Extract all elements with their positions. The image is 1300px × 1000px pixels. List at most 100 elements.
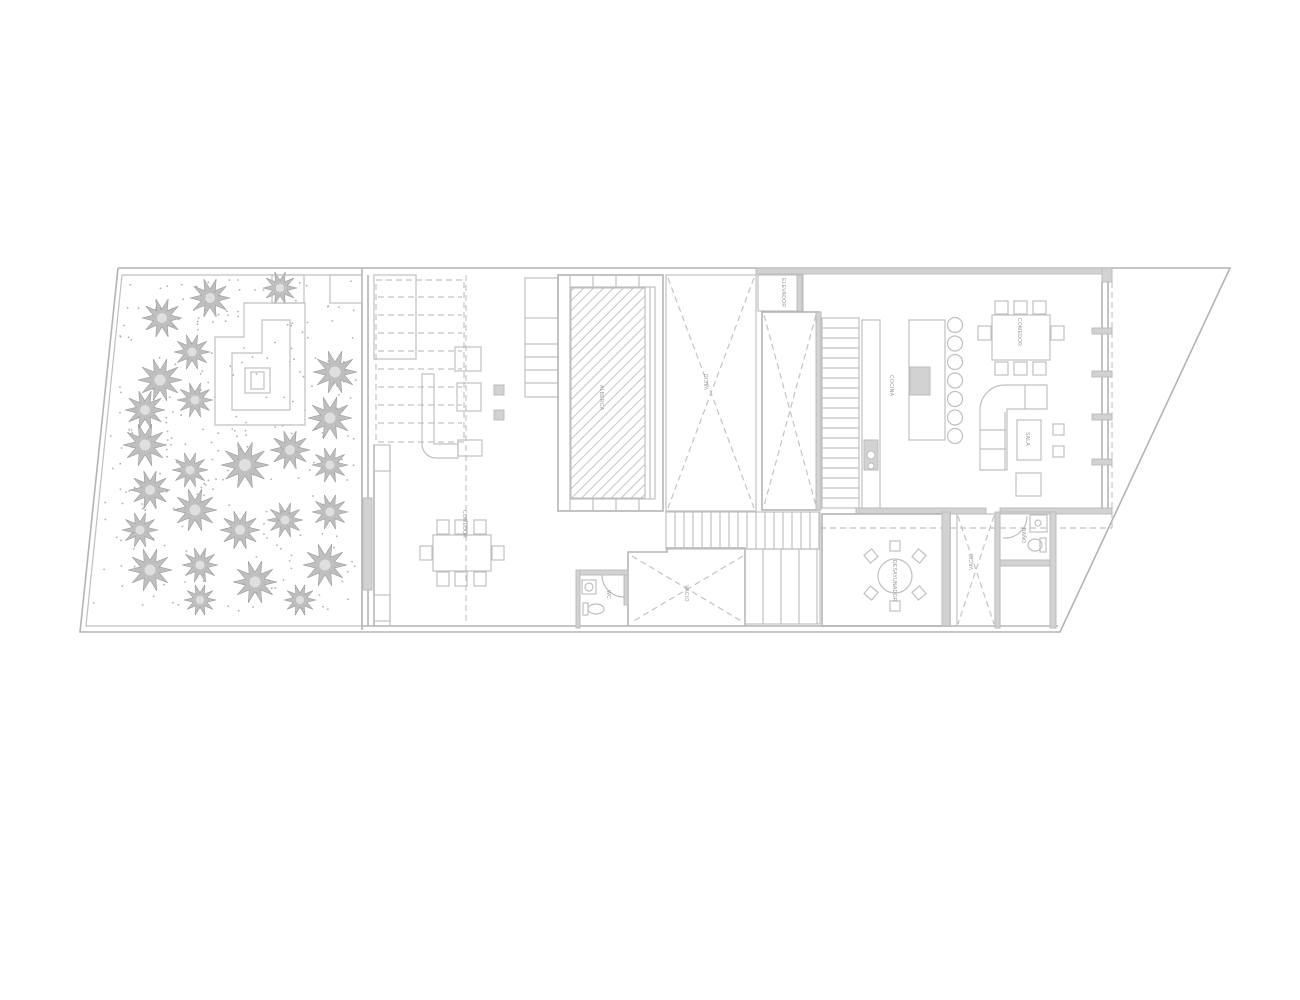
- gravel-dot: [141, 507, 144, 510]
- gravel-dot: [333, 546, 335, 549]
- gravel-dot: [215, 478, 217, 481]
- plant-center: [139, 439, 151, 451]
- gravel-dot: [270, 478, 272, 481]
- gravel-dot: [228, 504, 231, 506]
- gravel-dot: [125, 491, 127, 494]
- bath: BAÑO: [994, 511, 1057, 629]
- gravel-dot: [207, 281, 210, 284]
- gravel-dot: [133, 486, 136, 489]
- gravel-dot: [119, 411, 121, 414]
- gravel-dot: [163, 544, 166, 547]
- gravel-dot: [166, 439, 169, 441]
- gravel-dot: [204, 484, 207, 486]
- gravel-dot: [212, 488, 215, 491]
- gravel-dot: [299, 371, 301, 373]
- void-1: VACIO: [665, 274, 757, 512]
- gravel-dot: [144, 509, 147, 512]
- gravel-dot: [352, 437, 355, 440]
- gravel-dot: [290, 554, 293, 557]
- kitchen-label: COCINA: [888, 375, 894, 397]
- gravel-dot: [203, 482, 206, 485]
- gravel-dot: [243, 347, 245, 349]
- dining-label: COMEDOR: [1016, 318, 1022, 346]
- gravel-dot: [352, 309, 355, 312]
- gravel-dot: [347, 598, 349, 601]
- gravel-dot: [92, 602, 95, 604]
- plant-center: [185, 465, 195, 475]
- gravel-dot: [290, 347, 293, 350]
- gravel-dot: [172, 507, 175, 510]
- gravel-dot: [119, 386, 121, 388]
- elevator-label: ELEVADOR: [780, 278, 786, 307]
- gravel-dot: [305, 284, 308, 287]
- bar-stool: [946, 316, 964, 334]
- gravel-dot: [165, 421, 168, 424]
- gravel-dot: [119, 488, 122, 491]
- gravel-dot: [175, 461, 178, 464]
- gravel-dot: [313, 461, 315, 464]
- gravel-dot: [128, 428, 131, 431]
- gravel-dot: [279, 547, 282, 550]
- gravel-dot: [293, 358, 295, 361]
- gravel-dot: [165, 416, 168, 419]
- plant-center: [189, 504, 201, 516]
- gravel-dot: [327, 305, 330, 308]
- gravel-dot: [202, 428, 205, 431]
- gravel-dot: [266, 357, 269, 360]
- breakfast-label: DESAYUNADOR: [891, 560, 897, 602]
- gravel-dot: [227, 314, 230, 316]
- gravel-dot: [322, 605, 324, 608]
- gravel-dot: [103, 568, 105, 571]
- gravel-dot: [172, 411, 175, 413]
- wc-label: WC: [605, 590, 611, 599]
- gravel-dot: [185, 550, 188, 552]
- gravel-dot: [212, 321, 214, 323]
- gravel-dot: [351, 337, 354, 339]
- garden: [92, 271, 358, 616]
- plant-center: [205, 293, 215, 303]
- gravel-dot: [235, 415, 238, 418]
- gravel-dot: [341, 580, 344, 583]
- void-2: [761, 311, 822, 511]
- gravel-dot: [286, 323, 289, 326]
- bar-stool: [946, 409, 964, 426]
- gravel-dot: [321, 432, 324, 434]
- staircase: [665, 317, 860, 625]
- gravel-dot: [217, 432, 220, 435]
- gravel-dot: [311, 385, 313, 388]
- void-4: VACIO: [956, 513, 996, 627]
- gravel-dot: [165, 448, 168, 451]
- plant-center: [235, 525, 245, 535]
- gravel-dot: [229, 365, 232, 368]
- plant-center: [285, 445, 295, 455]
- gravel-dot: [163, 583, 165, 586]
- gravel-dot: [295, 299, 297, 302]
- gravel-dot: [170, 437, 173, 439]
- gravel-dot: [224, 320, 227, 322]
- gravel-dot: [174, 363, 177, 366]
- gravel-dot: [290, 432, 293, 435]
- plant-center: [319, 559, 331, 571]
- void-label: VACIO: [683, 585, 689, 602]
- gravel-dot: [351, 560, 353, 563]
- gravel-dot: [237, 315, 240, 318]
- plant-center: [187, 347, 197, 357]
- gravel-dot: [241, 361, 243, 364]
- bath-label: BAÑO: [1020, 528, 1027, 543]
- plant-center: [144, 564, 156, 576]
- plant-center: [329, 366, 341, 378]
- gravel-dot: [137, 307, 140, 310]
- gravel-dot: [181, 525, 184, 528]
- gravel-dot: [119, 462, 122, 465]
- gravel-dot: [312, 495, 314, 497]
- gravel-dot: [301, 331, 304, 334]
- gravel-dot: [292, 400, 294, 403]
- plant-center: [275, 283, 285, 293]
- gravel-dot: [314, 357, 317, 359]
- gravel-dot: [196, 493, 199, 496]
- gravel-dot: [237, 609, 240, 612]
- gravel-dot: [196, 320, 199, 323]
- gravel-dot: [298, 282, 301, 284]
- plant-center: [157, 313, 167, 323]
